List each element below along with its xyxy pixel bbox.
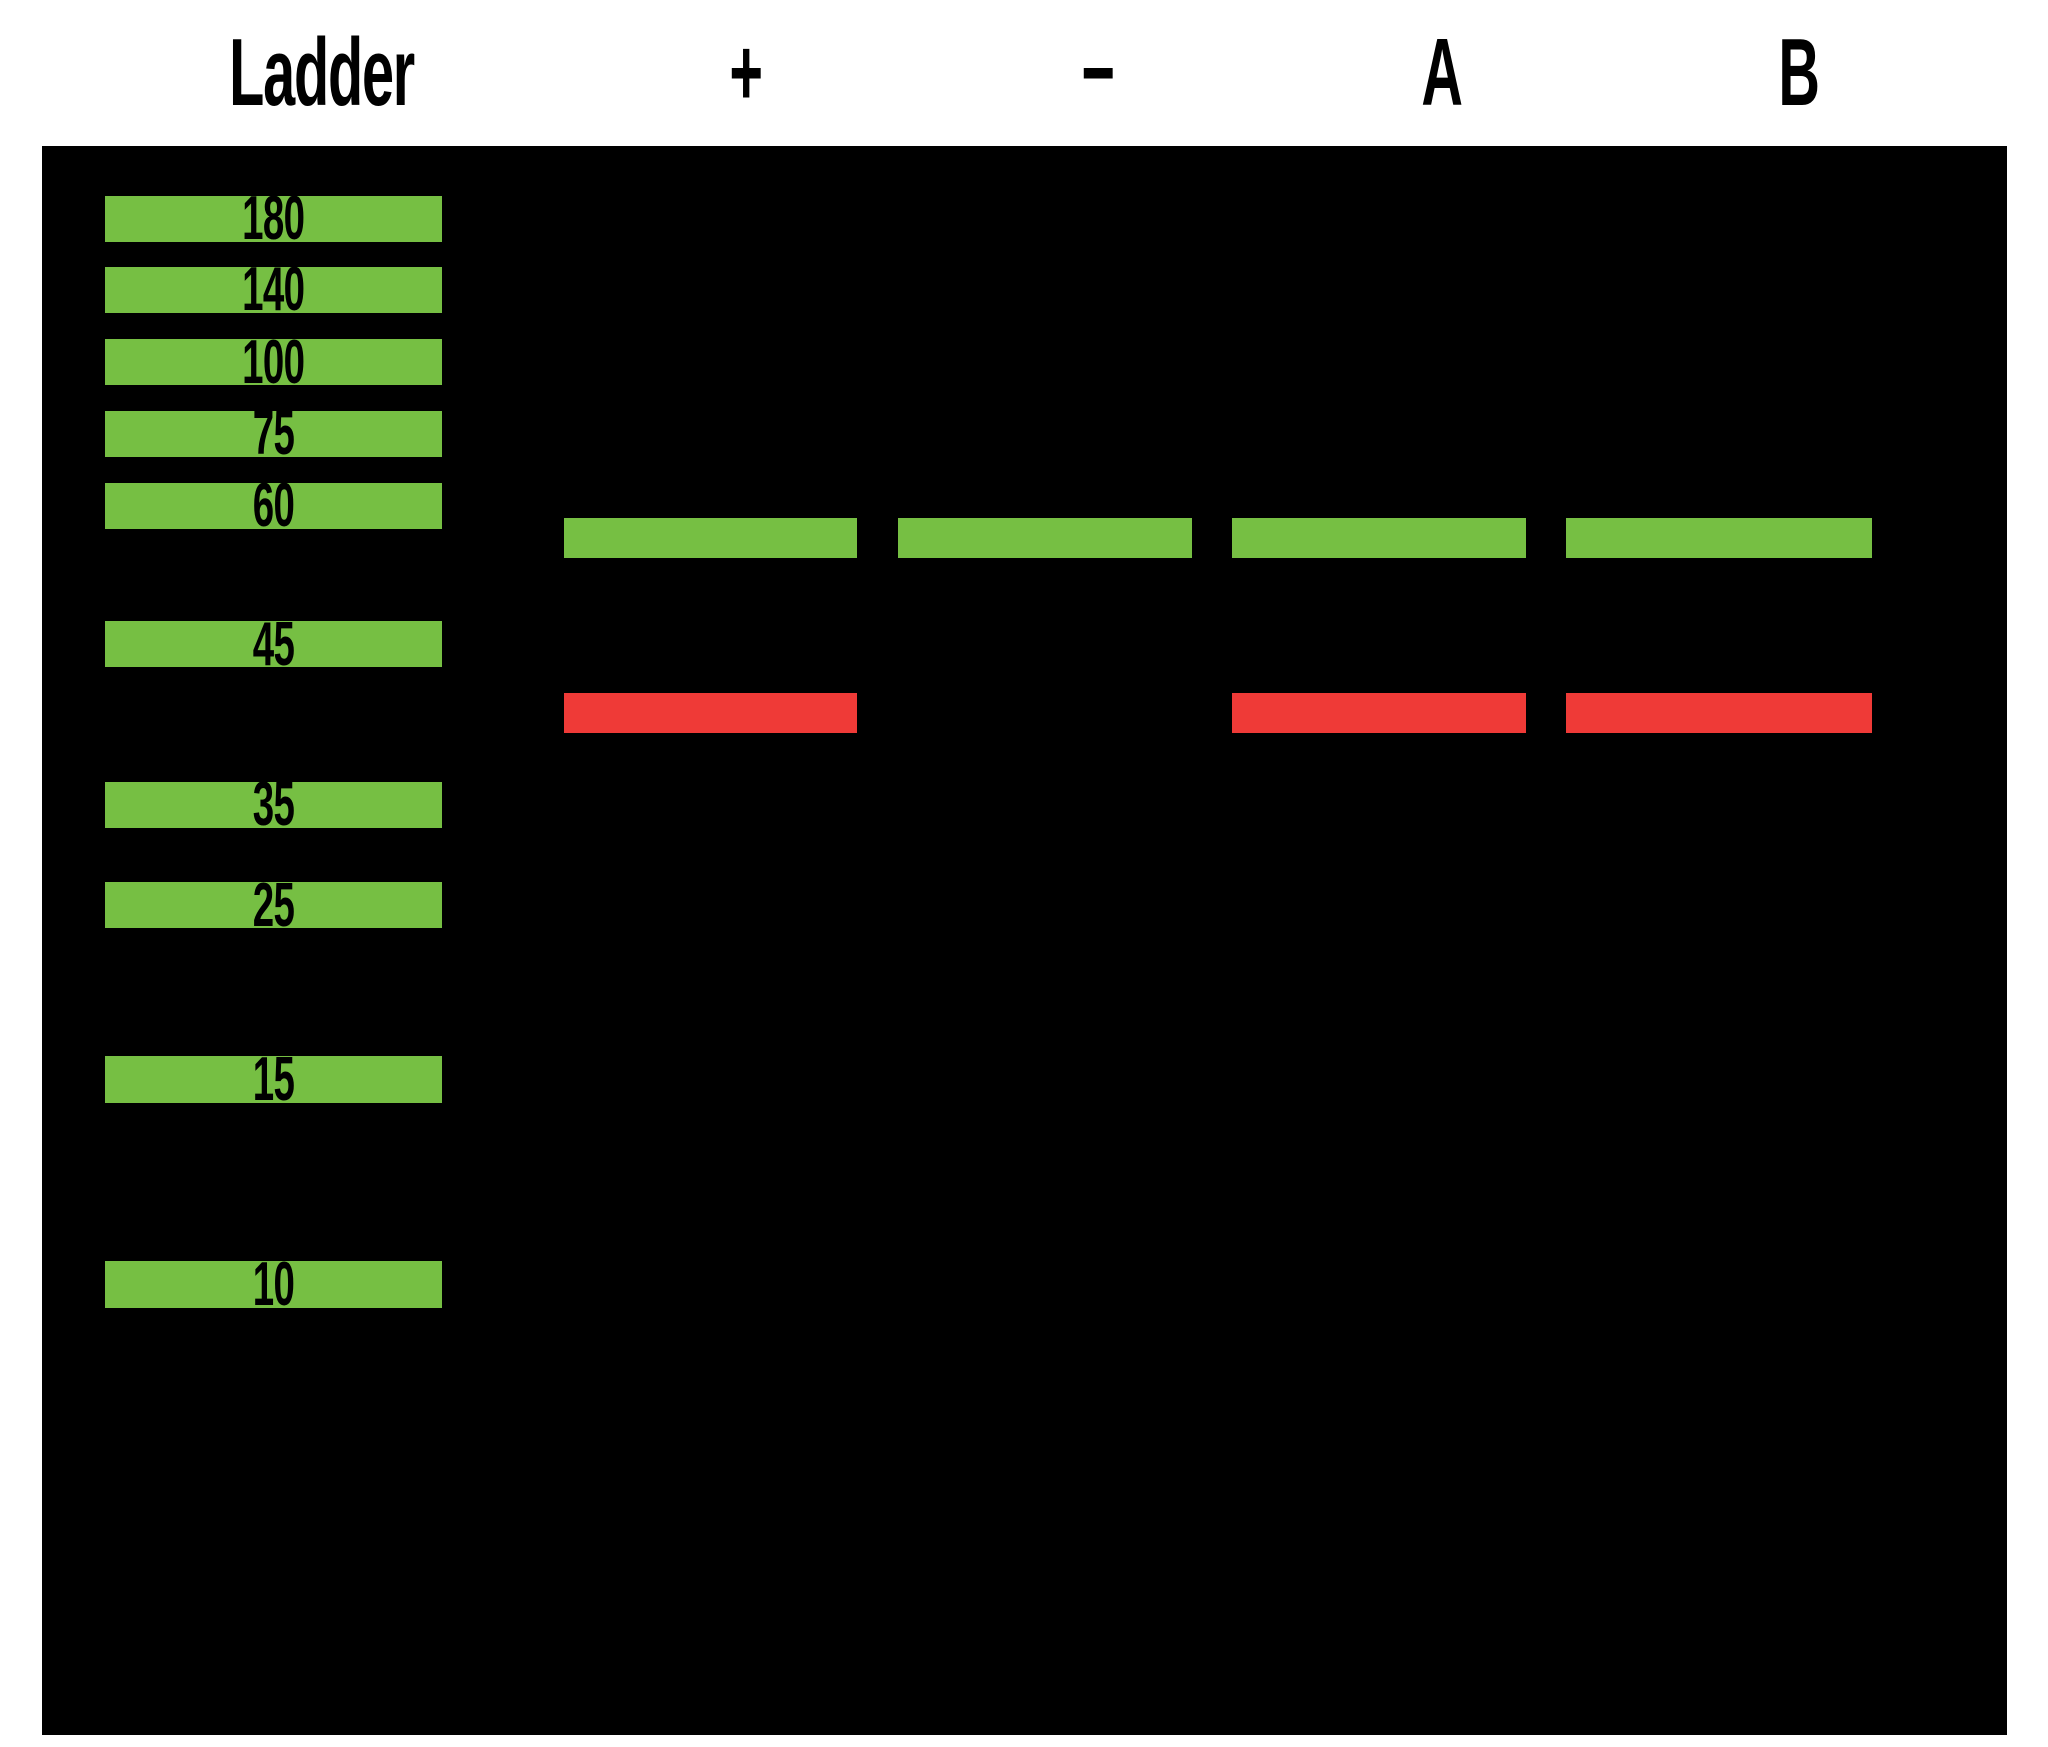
- ladder-band-label-text: 180: [242, 184, 305, 254]
- ladder-band-label-text: 100: [242, 327, 305, 397]
- ladder-band-label-text: 15: [252, 1045, 295, 1115]
- ladder-band-75: 75: [104, 399, 442, 468]
- ladder-band-25: 25: [104, 871, 442, 940]
- ladder-band-label: 10: [105, 1250, 442, 1319]
- ladder-band-label: 180: [105, 184, 442, 253]
- lane-header-minus: −: [1081, 19, 1116, 126]
- ladder-band-label-text: 75: [252, 399, 295, 469]
- ladder-band-45: 45: [104, 610, 442, 679]
- sample-band-minus-green: [897, 517, 1192, 559]
- lane-header-b: B: [1777, 19, 1820, 126]
- ladder-band-label: 140: [105, 255, 442, 324]
- ladder-band-35: 35: [104, 770, 442, 839]
- ladder-band-label: 25: [105, 871, 442, 940]
- ladder-band-label: 100: [105, 328, 442, 397]
- ladder-band-label-text: 25: [252, 870, 295, 940]
- ladder-band-140: 140: [104, 255, 442, 324]
- ladder-band-label-text: 10: [252, 1250, 295, 1320]
- ladder-band-label-text: 60: [252, 471, 295, 541]
- sample-band-a-green: [1231, 517, 1526, 559]
- ladder-band-180: 180: [104, 184, 442, 253]
- sample-band-b-red: [1565, 692, 1873, 734]
- ladder-band-100: 100: [104, 328, 442, 397]
- ladder-band-15: 15: [104, 1045, 442, 1114]
- ladder-band-label: 75: [105, 399, 442, 468]
- sample-band-plus-red: [563, 692, 858, 734]
- ladder-band-label-text: 140: [242, 255, 305, 325]
- ladder-band-label-text: 35: [252, 770, 295, 840]
- lane-header-ladder: Ladder: [229, 19, 415, 126]
- lane-header-a: A: [1421, 19, 1464, 126]
- sample-band-b-green: [1565, 517, 1873, 559]
- lane-header-plus: +: [729, 19, 763, 126]
- lane-header-row: Ladder + − A B: [0, 0, 2048, 145]
- sample-band-plus-green: [563, 517, 858, 559]
- ladder-band-label: 15: [105, 1045, 442, 1114]
- ladder-band-label: 60: [105, 471, 442, 540]
- sample-band-a-red: [1231, 692, 1526, 734]
- ladder-band-label: 45: [105, 610, 442, 679]
- ladder-band-60: 60: [104, 471, 442, 540]
- ladder-band-10: 10: [104, 1250, 442, 1319]
- ladder-band-label-text: 45: [252, 609, 295, 679]
- ladder-band-label: 35: [105, 770, 442, 839]
